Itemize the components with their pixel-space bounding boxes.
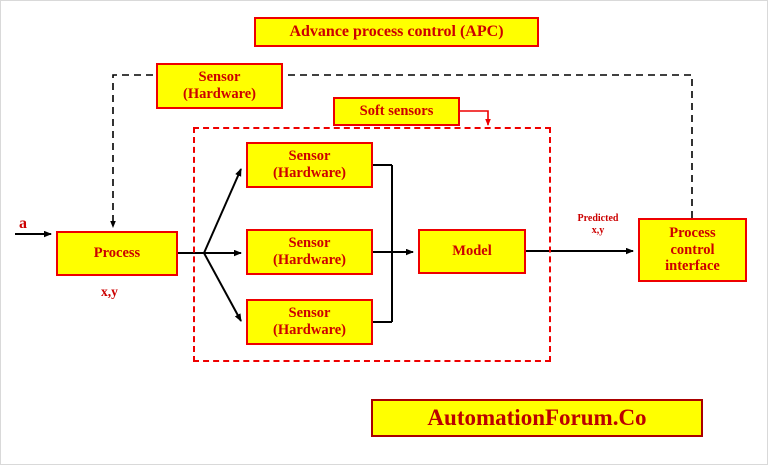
sensor-hardware-2-line1: Sensor [288, 235, 331, 252]
model-label: Model [452, 243, 492, 260]
sensor-hardware-box-2: Sensor (Hardware) [246, 229, 373, 275]
process-output-label: x,y [101, 284, 118, 299]
watermark-text: AutomationForum.Co [427, 405, 647, 430]
sensor-hardware-feedback-line2: (Hardware) [182, 86, 257, 102]
sensor-hardware-3-line2: (Hardware) [272, 322, 347, 338]
sensor-hardware-3-line1: Sensor [288, 305, 331, 322]
soft-sensors-box: Soft sensors [333, 97, 460, 126]
input-label-a: a [19, 215, 27, 232]
process-box: Process [56, 231, 178, 276]
soft-sensors-label: Soft sensors [359, 103, 434, 120]
predicted-line2: x,y [591, 224, 605, 236]
process-label: Process [93, 245, 141, 262]
predicted-label: Predicted x,y [564, 213, 632, 236]
process-control-interface-box: Process control interface [638, 218, 747, 282]
pci-line3: interface [665, 258, 720, 275]
soft-sensor-boundary [193, 127, 551, 362]
sensor-hardware-2-line2: (Hardware) [272, 252, 347, 268]
sensor-hardware-feedback-line1: Sensor [198, 69, 241, 86]
sensor-hardware-box-3: Sensor (Hardware) [246, 299, 373, 345]
diagram-title: Advance process control (APC) [289, 22, 504, 40]
model-box: Model [418, 229, 526, 274]
sensor-hardware-feedback-box: Sensor (Hardware) [156, 63, 283, 109]
sensor-hardware-1-line1: Sensor [288, 148, 331, 165]
predicted-line1: Predicted [577, 213, 619, 224]
sensor-hardware-box-1: Sensor (Hardware) [246, 142, 373, 188]
diagram-title-box: Advance process control (APC) [254, 17, 539, 47]
sensor-hardware-1-line2: (Hardware) [272, 165, 347, 181]
pci-line1: Process [669, 224, 716, 241]
pci-line2: control [670, 241, 715, 258]
watermark-badge: AutomationForum.Co [371, 399, 703, 437]
